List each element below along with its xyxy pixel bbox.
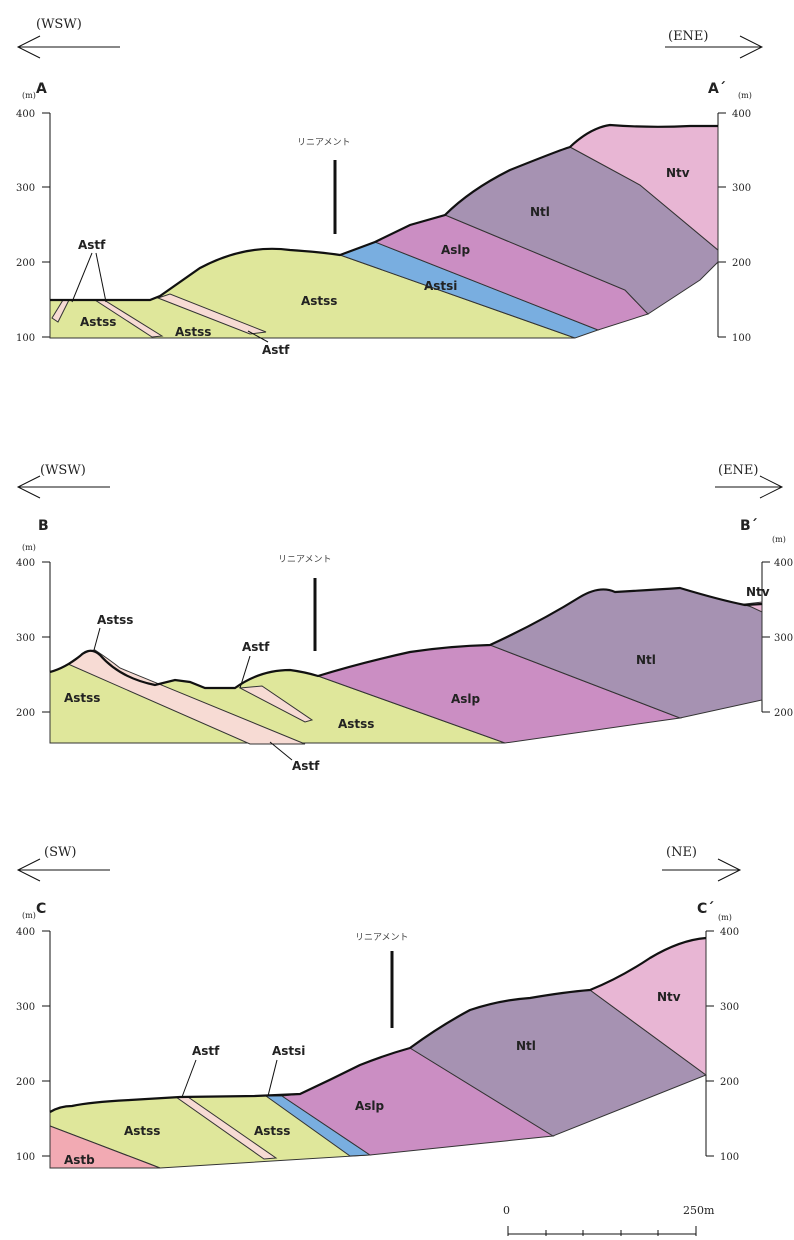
tick-label: 400 xyxy=(16,558,35,569)
tick-label: 200 xyxy=(774,708,793,719)
direction-label-left: (WSW) xyxy=(36,17,82,32)
tick-label: 100 xyxy=(16,1152,35,1163)
tick-label: 300 xyxy=(16,183,35,194)
tick-label: 200 xyxy=(16,1077,35,1088)
elevation-axis-right-c: 400 300 200 100 xyxy=(705,927,739,1163)
tick-label: 200 xyxy=(16,258,35,269)
tick-label: 400 xyxy=(774,558,793,569)
tick-label: 200 xyxy=(16,708,35,719)
unit-label-astb: Astb xyxy=(64,1153,95,1167)
unit-label-astss: Astss xyxy=(80,315,116,329)
elevation-axis-right-b: 400 300 200 xyxy=(761,558,793,719)
tick-label: 300 xyxy=(16,1002,35,1013)
scale-end-label: 250m xyxy=(683,1204,715,1217)
unit-label-astf: Astf xyxy=(262,343,290,357)
direction-label-left: (SW) xyxy=(44,845,76,860)
section-label-left: C xyxy=(36,901,46,917)
topography-line xyxy=(49,586,763,690)
tick-label: 100 xyxy=(16,333,35,344)
tick-label: 200 xyxy=(732,258,751,269)
unit-label-astsi: Astsi xyxy=(272,1044,305,1058)
unit-label-astss: Astss xyxy=(64,691,100,705)
lineament-label: リニアメント xyxy=(355,933,409,943)
direction-label-right: (NE) xyxy=(666,845,697,860)
topography-line xyxy=(50,123,718,302)
direction-arrow-left-c: (SW) xyxy=(16,845,110,882)
unit-label-ntv: Ntv xyxy=(657,990,681,1004)
unit-polygon-astb xyxy=(49,1125,161,1169)
unit-label-astss: Astss xyxy=(97,613,133,627)
tick-label: 400 xyxy=(16,109,35,120)
unit-label-astsi: Astsi xyxy=(424,279,457,293)
tick-label: 300 xyxy=(732,183,751,194)
direction-label-right: (ENE) xyxy=(668,29,709,44)
section-label-right: C´ xyxy=(697,901,714,917)
unit-label-aslp: Aslp xyxy=(441,243,471,257)
section-label-right: A´ xyxy=(708,81,726,97)
geology-c xyxy=(49,936,708,1169)
tick-label: 400 xyxy=(16,927,35,938)
unit-label-right: (m) xyxy=(772,535,786,544)
section-label-right: B´ xyxy=(740,518,758,534)
lineament-label: リニアメント xyxy=(297,138,351,148)
unit-label-ntl: Ntl xyxy=(516,1039,536,1053)
scale-bar: 0 250m xyxy=(503,1204,715,1236)
direction-arrow-left-b: (WSW) xyxy=(16,463,110,499)
unit-label-astss: Astss xyxy=(124,1124,160,1138)
unit-label-astss: Astss xyxy=(254,1124,290,1138)
unit-label-ntv: Ntv xyxy=(666,166,690,180)
unit-label-astf: Astf xyxy=(292,759,320,773)
geology-a xyxy=(49,123,719,339)
lineament-label: リニアメント xyxy=(278,555,332,565)
tick-label: 200 xyxy=(720,1077,739,1088)
unit-label-ntl: Ntl xyxy=(636,653,656,667)
unit-polygon-astf xyxy=(238,685,314,723)
elevation-axis-left-c: 400 300 200 100 xyxy=(16,927,51,1163)
direction-arrow-right-a: (ENE) xyxy=(665,29,764,59)
direction-arrow-right-c: (NE) xyxy=(662,845,742,882)
section-label-left: B xyxy=(38,518,49,534)
unit-label-ntv: Ntv xyxy=(746,585,770,599)
unit-label-left: (m) xyxy=(22,91,36,100)
tick-label: 100 xyxy=(720,1152,739,1163)
unit-label-astf: Astf xyxy=(242,640,270,654)
unit-label-right: (m) xyxy=(738,91,752,100)
tick-label: 300 xyxy=(720,1002,739,1013)
unit-label-right: (m) xyxy=(718,913,732,922)
elevation-axis-right-a: 400 300 200 100 xyxy=(717,109,751,344)
elevation-axis-left-a: 400 300 200 100 xyxy=(16,109,51,344)
direction-label-right: (ENE) xyxy=(718,463,759,478)
direction-label-left: (WSW) xyxy=(40,463,86,478)
tick-label: 400 xyxy=(732,109,751,120)
tick-label: 100 xyxy=(732,333,751,344)
tick-label: 300 xyxy=(774,633,793,644)
unit-label-astss: Astss xyxy=(338,717,374,731)
unit-label-astss: Astss xyxy=(175,325,211,339)
unit-polygon-astf xyxy=(156,293,267,335)
scale-start-label: 0 xyxy=(503,1204,510,1217)
elevation-axis-left-b: 400 300 200 xyxy=(16,558,51,719)
direction-arrow-left-a: (WSW) xyxy=(16,17,120,59)
unit-label-aslp: Aslp xyxy=(451,692,481,706)
topography-line xyxy=(49,936,707,1113)
section-b: (WSW) (ENE) B B´ (m) (m) 400 300 200 400… xyxy=(16,463,793,773)
unit-label-astf: Astf xyxy=(78,238,106,252)
tick-label: 400 xyxy=(720,927,739,938)
section-c: (SW) (NE) C C´ (m) (m) 400 300 200 100 xyxy=(16,845,742,1169)
tick-label: 300 xyxy=(16,633,35,644)
geology-b xyxy=(49,586,763,745)
unit-label-astss: Astss xyxy=(301,294,337,308)
direction-arrow-right-b: (ENE) xyxy=(715,463,784,499)
unit-label-left: (m) xyxy=(22,911,36,920)
section-a: (WSW) (ENE) A A´ (m) (m) 400 300 200 100 xyxy=(16,17,764,357)
unit-label-aslp: Aslp xyxy=(355,1099,385,1113)
unit-label-ntl: Ntl xyxy=(530,205,550,219)
unit-label-astf: Astf xyxy=(192,1044,220,1058)
unit-label-left: (m) xyxy=(22,543,36,552)
section-label-left: A xyxy=(36,81,47,97)
